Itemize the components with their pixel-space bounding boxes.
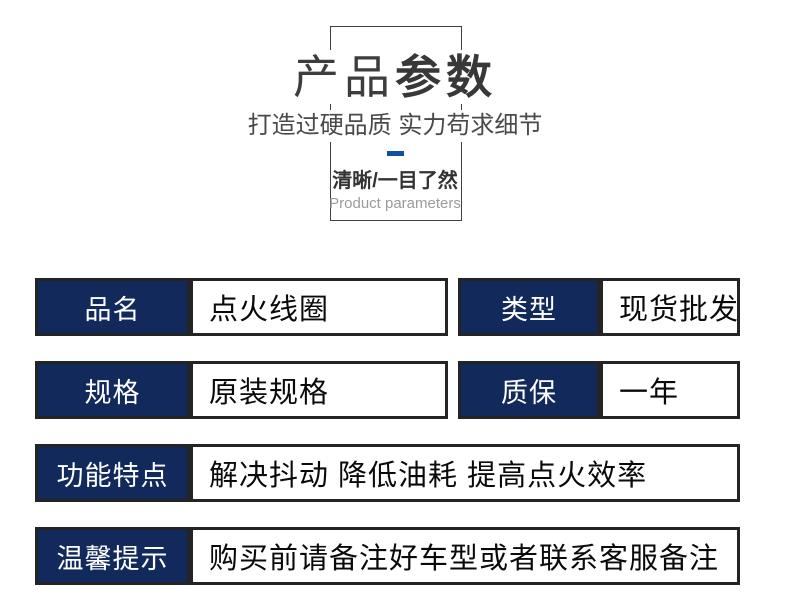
header-tagline: 清晰/一目了然 bbox=[332, 170, 458, 192]
page-title-regular: 产品 bbox=[293, 51, 395, 103]
row-gap bbox=[448, 361, 458, 419]
table-row: 品名 点火线圈 类型 现货批发 bbox=[35, 278, 740, 336]
spec-value-tips: 购买前请备注好车型或者联系客服备注 bbox=[190, 527, 740, 585]
header-subtitle: 打造过硬品质 实力苟求细节 bbox=[239, 110, 551, 142]
table-row: 规格 原装规格 质保 一年 bbox=[35, 361, 740, 419]
spec-label-type: 类型 bbox=[458, 278, 600, 336]
page-title: 产品参数 bbox=[281, 50, 509, 104]
spec-label-features: 功能特点 bbox=[35, 444, 190, 502]
spec-label-pinming: 品名 bbox=[35, 278, 190, 336]
spec-label-warranty: 质保 bbox=[458, 361, 600, 419]
spec-label-spec: 规格 bbox=[35, 361, 190, 419]
spec-value-type: 现货批发 bbox=[600, 278, 740, 336]
table-row: 温馨提示 购买前请备注好车型或者联系客服备注 bbox=[35, 527, 740, 585]
spec-value-warranty: 一年 bbox=[600, 361, 740, 419]
spec-label-tips: 温馨提示 bbox=[35, 527, 190, 585]
spec-value-spec: 原装规格 bbox=[190, 361, 448, 419]
spec-value-features: 解决抖动 降低油耗 提高点火效率 bbox=[190, 444, 740, 502]
spec-table: 品名 点火线圈 类型 现货批发 规格 原装规格 质保 一年 功能特点 解决抖动 … bbox=[35, 278, 740, 607]
accent-dash bbox=[387, 151, 404, 156]
spec-value-product-name: 点火线圈 bbox=[190, 278, 448, 336]
row-gap bbox=[448, 278, 458, 336]
page-title-bold: 参数 bbox=[395, 51, 497, 103]
header-tagline-en: Product parameters bbox=[329, 195, 461, 212]
table-row: 功能特点 解决抖动 降低油耗 提高点火效率 bbox=[35, 444, 740, 502]
